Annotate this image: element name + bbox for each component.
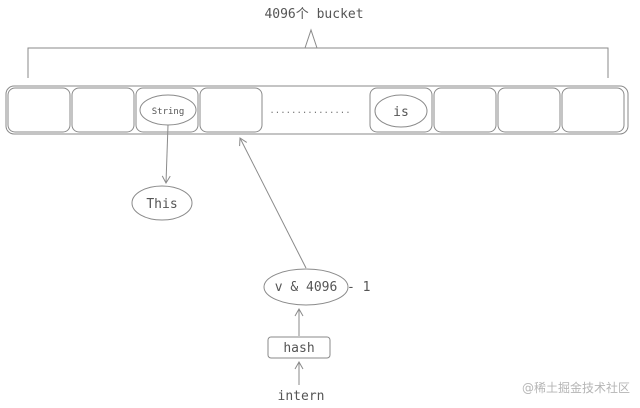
bucket-array: [5, 85, 629, 135]
this-label: This: [146, 197, 177, 212]
is-label: is: [393, 105, 409, 120]
string-label: String: [152, 107, 185, 117]
bucket-cell: [433, 87, 497, 133]
intern-label: intern: [278, 389, 325, 404]
bucket-cell-string: [135, 87, 199, 133]
diagram-title: 4096个 bucket: [264, 7, 363, 22]
watermark: @稀土掘金技术社区: [522, 380, 630, 395]
bucket-brace: [27, 28, 609, 78]
bucket-cell: [497, 87, 561, 133]
index-to-bucket-arrow: [239, 137, 307, 269]
hash-label: hash: [283, 341, 314, 356]
bucket-cell: [199, 87, 263, 133]
this-node: [131, 185, 193, 221]
bucket-cell: [7, 87, 71, 133]
index-expr-label: v & 4096: [275, 280, 338, 295]
string-to-this-arrow: [161, 124, 171, 185]
bucket-cell: [71, 87, 135, 133]
index-expr-node: [263, 268, 349, 306]
bucket-ellipsis: ...............: [269, 106, 350, 116]
hash-node: [267, 336, 331, 359]
bucket-cell-is: [369, 87, 433, 133]
index-suffix-label: - 1: [347, 280, 370, 295]
is-node: [374, 94, 428, 128]
bucket-cell: [561, 87, 625, 133]
